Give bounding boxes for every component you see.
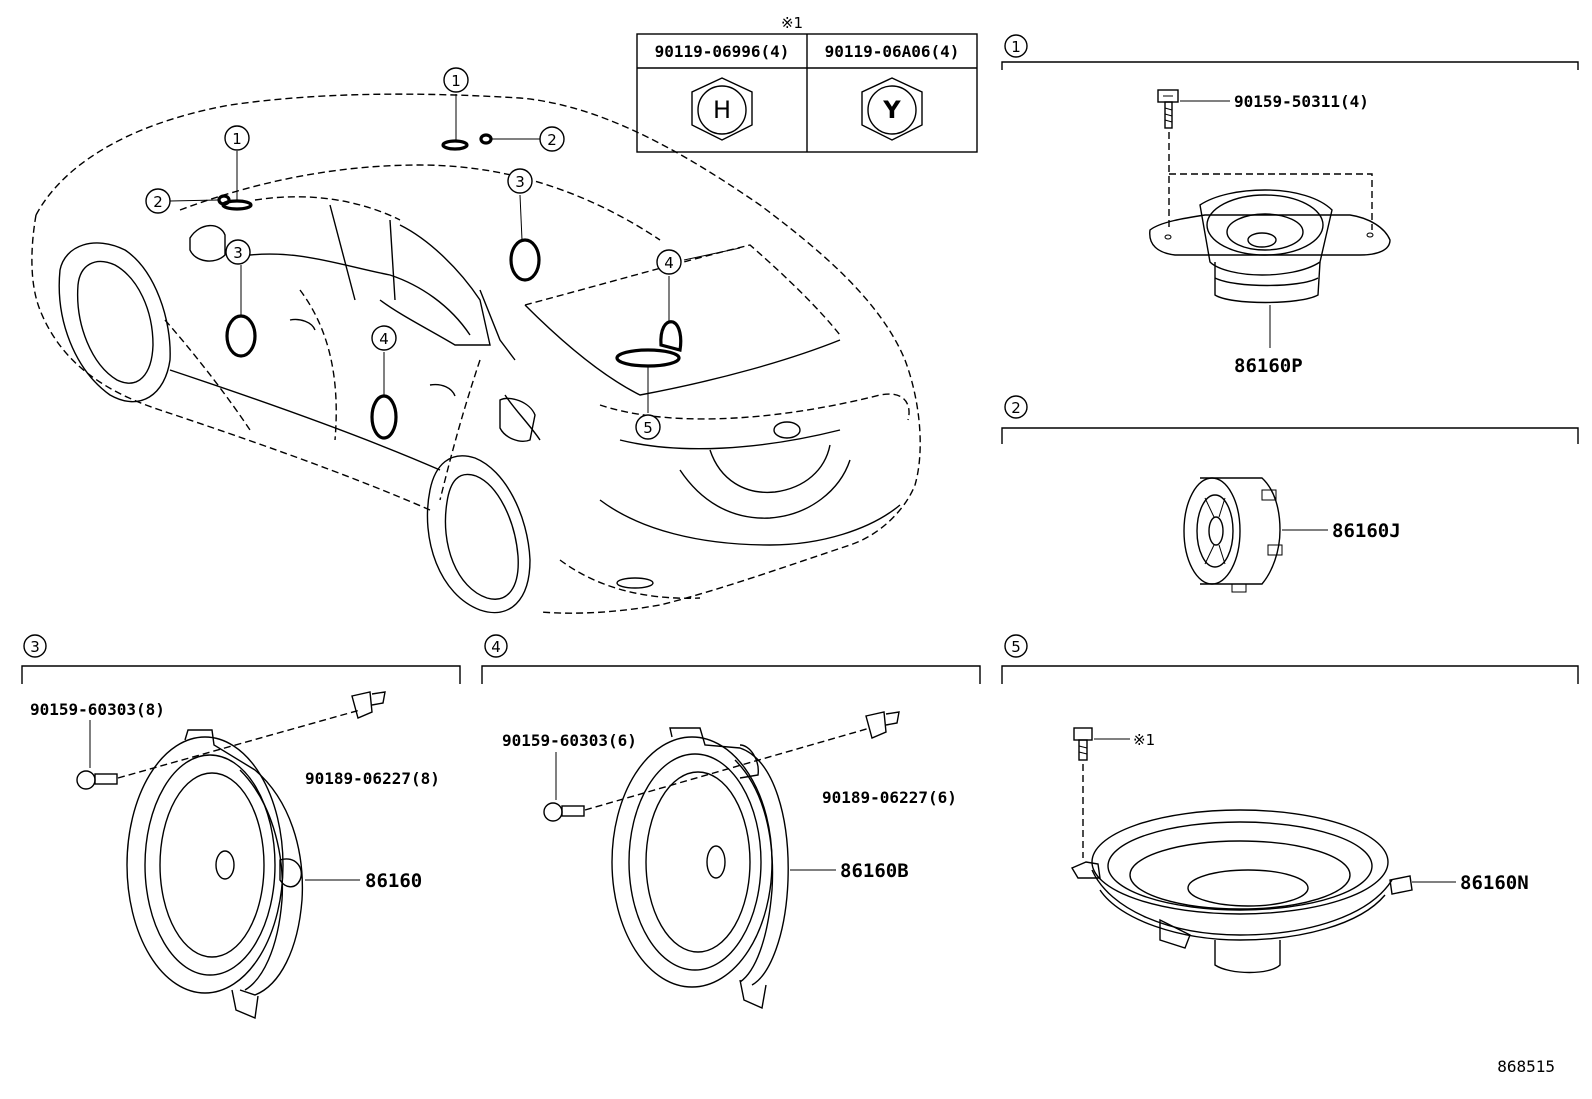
callout-4b: 4 <box>656 249 682 275</box>
bolt-head-y-icon <box>861 77 923 141</box>
callout-3a: 3 <box>507 168 533 194</box>
part-90189-06227-6: 90189-06227(6) <box>822 788 957 807</box>
ring-subwoofer <box>615 348 681 368</box>
section-4: 4 90159-60303(6) 90189-06227(6) 86160B <box>481 634 981 1010</box>
clip-icon <box>351 691 386 719</box>
car-callout-leaders <box>169 94 741 413</box>
part-86160N: 86160N <box>1460 872 1529 894</box>
table-note-mark: ※1 <box>781 14 803 32</box>
section-5: 5 ※1 86160N <box>1001 634 1579 974</box>
part-86160P: 86160P <box>1234 355 1303 377</box>
bolt-mark-y: Y <box>882 96 901 124</box>
section-5-number: 5 <box>1011 638 1021 656</box>
clip-icon <box>865 711 900 739</box>
bolt-icon <box>1073 727 1093 761</box>
section-2: 2 86160J <box>1001 395 1579 593</box>
svg-text:2: 2 <box>547 131 557 149</box>
section-1-number: 1 <box>1011 38 1021 56</box>
svg-text:3: 3 <box>233 244 243 262</box>
speaker-86160P-icon <box>1149 189 1391 304</box>
callout-1a: 1 <box>224 125 250 151</box>
section-2-number: 2 <box>1011 399 1021 417</box>
car-speaker-rings <box>217 133 683 440</box>
ring-front-door-right <box>509 238 541 282</box>
svg-text:1: 1 <box>232 130 242 148</box>
part-86160B: 86160B <box>840 860 909 882</box>
bolt-part-h: 90119-06996(4) <box>655 42 790 61</box>
part-86160J: 86160J <box>1332 520 1401 542</box>
callout-2a: 2 <box>145 188 171 214</box>
callout-4a: 4 <box>371 325 397 351</box>
part-90159-50311: 90159-50311(4) <box>1234 92 1369 111</box>
part-90159-60303-8: 90159-60303(8) <box>30 700 165 719</box>
section-3-number: 3 <box>30 638 40 656</box>
tweeter-86160J-icon <box>1183 477 1283 593</box>
speaker-86160B-icon <box>611 727 789 1010</box>
ring-center <box>441 139 469 151</box>
part-86160: 86160 <box>365 870 422 892</box>
car-illustration <box>31 93 921 614</box>
ring-front-door <box>225 314 257 358</box>
screw-icon <box>543 802 585 822</box>
bolt-table: ※1 90119-06996(4) 90119-06A06(4) H Y <box>636 14 978 153</box>
section-1: 1 90159-50311(4) 86160P <box>1001 34 1579 377</box>
screw-icon <box>1157 89 1179 129</box>
svg-text:4: 4 <box>664 254 674 272</box>
svg-text:4: 4 <box>379 330 389 348</box>
svg-text:5: 5 <box>643 419 653 437</box>
speaker-86160N-icon <box>1070 809 1413 974</box>
speaker-86160-icon <box>126 729 304 1019</box>
section-3: 3 90159-60303(8) 90189-06227(8) 86160 <box>21 634 461 1019</box>
bolt-head-h-icon <box>691 77 753 141</box>
part-90189-06227-8: 90189-06227(8) <box>305 769 440 788</box>
callout-3b: 3 <box>225 239 251 265</box>
part-90159-60303-6: 90159-60303(6) <box>502 731 637 750</box>
screw-icon <box>76 770 118 790</box>
bolt-mark-h: H <box>713 96 731 124</box>
svg-text:1: 1 <box>451 72 461 90</box>
svg-text:3: 3 <box>515 173 525 191</box>
callout-1b: 1 <box>443 67 469 93</box>
note-ref-1: ※1 <box>1133 731 1155 749</box>
section-4-number: 4 <box>491 638 501 656</box>
diagram-id: 868515 <box>1497 1057 1555 1076</box>
ring-rear-door <box>370 394 398 440</box>
callout-2b: 2 <box>539 126 565 152</box>
svg-text:2: 2 <box>153 193 163 211</box>
callout-5: 5 <box>635 414 661 440</box>
ring-rear-door-right <box>659 320 683 352</box>
car-callouts: 1 2 1 2 3 3 4 4 5 <box>145 67 682 440</box>
bolt-part-y: 90119-06A06(4) <box>825 42 960 61</box>
